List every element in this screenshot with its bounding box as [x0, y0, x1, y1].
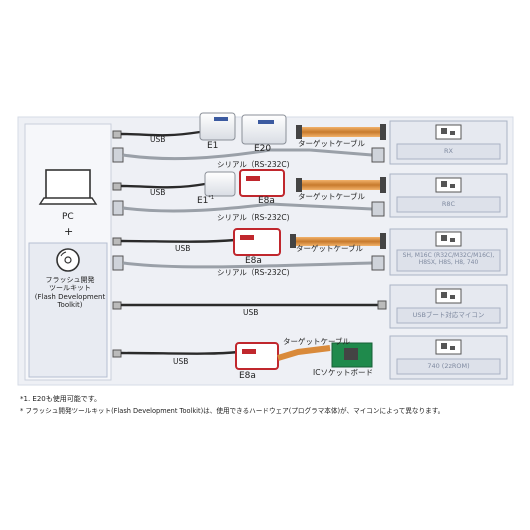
usb-label: USB: [150, 188, 166, 197]
row-usb-boot: [112, 284, 508, 329]
tool-label: フラッシュ開発 ツールキット (Flash Development Toolki…: [30, 276, 110, 310]
target-cable-label: ターゲットケーブル: [296, 244, 364, 253]
serial-label: シリアル（RS-232C): [217, 160, 290, 169]
row-r8c: [112, 169, 508, 218]
target-label-usb-boot: USBブート対応マイコン: [412, 311, 485, 319]
board-icon: [435, 288, 462, 304]
board-icon: [435, 177, 462, 193]
tool-label-line: (Flash Development: [34, 292, 106, 301]
target-label-r8c: R8C: [441, 200, 456, 208]
usb-label: USB: [173, 357, 189, 366]
target-label-line: H8SX, H8S, H8, 740: [418, 258, 479, 266]
target-label-line: SH, M16C (R32C/M32C/M16C),: [402, 252, 495, 259]
target-cable-label: ターゲットケーブル: [283, 337, 351, 346]
footnote-1: *1. E20も使用可能です。: [20, 395, 102, 403]
row-rx: [112, 112, 508, 165]
usb-label: USB: [175, 244, 191, 253]
tool-label-line: フラッシュ開発: [45, 276, 95, 284]
device-label-e1: E1*1: [197, 195, 215, 206]
board-icon: [435, 124, 462, 140]
laptop-icon: [38, 169, 98, 205]
footnote-2: * フラッシュ開発ツールキット(Flash Development Toolki…: [20, 407, 445, 415]
board-icon: [435, 339, 462, 355]
usb-label: USB: [243, 308, 259, 317]
device-label-e8a: E8a: [239, 371, 256, 381]
row-740: [112, 335, 508, 380]
target-label-rx: RX: [444, 147, 453, 155]
serial-label: シリアル（RS-232C): [217, 213, 290, 222]
plus-sign: +: [64, 225, 74, 238]
cd-disc-icon: [56, 248, 80, 272]
device-label-e20: E20: [254, 144, 272, 154]
target-cable-label: ターゲットケーブル: [298, 139, 366, 148]
serial-label: シリアル（RS-232C): [217, 268, 290, 277]
device-label-e8a: E8a: [245, 256, 262, 266]
device-label-e8a: E8a: [258, 196, 275, 206]
target-label-740: 740 (2zROM): [427, 362, 470, 370]
tool-label-line: ツールキット: [49, 284, 91, 293]
tool-label-line: Toolkit): [57, 301, 83, 310]
ic-socket-board-label: ICソケットボード: [313, 368, 373, 377]
device-label-e1: E1: [207, 141, 219, 151]
board-icon: [435, 231, 462, 247]
row-sh-m16c: [112, 228, 508, 276]
target-cable-label: ターゲットケーブル: [298, 192, 366, 201]
pc-label: PC: [62, 212, 74, 222]
usb-label: USB: [150, 135, 166, 144]
target-label-sh-m16c: SH, M16C (R32C/M32C/M16C), H8SX, H8S, H8…: [397, 252, 500, 267]
